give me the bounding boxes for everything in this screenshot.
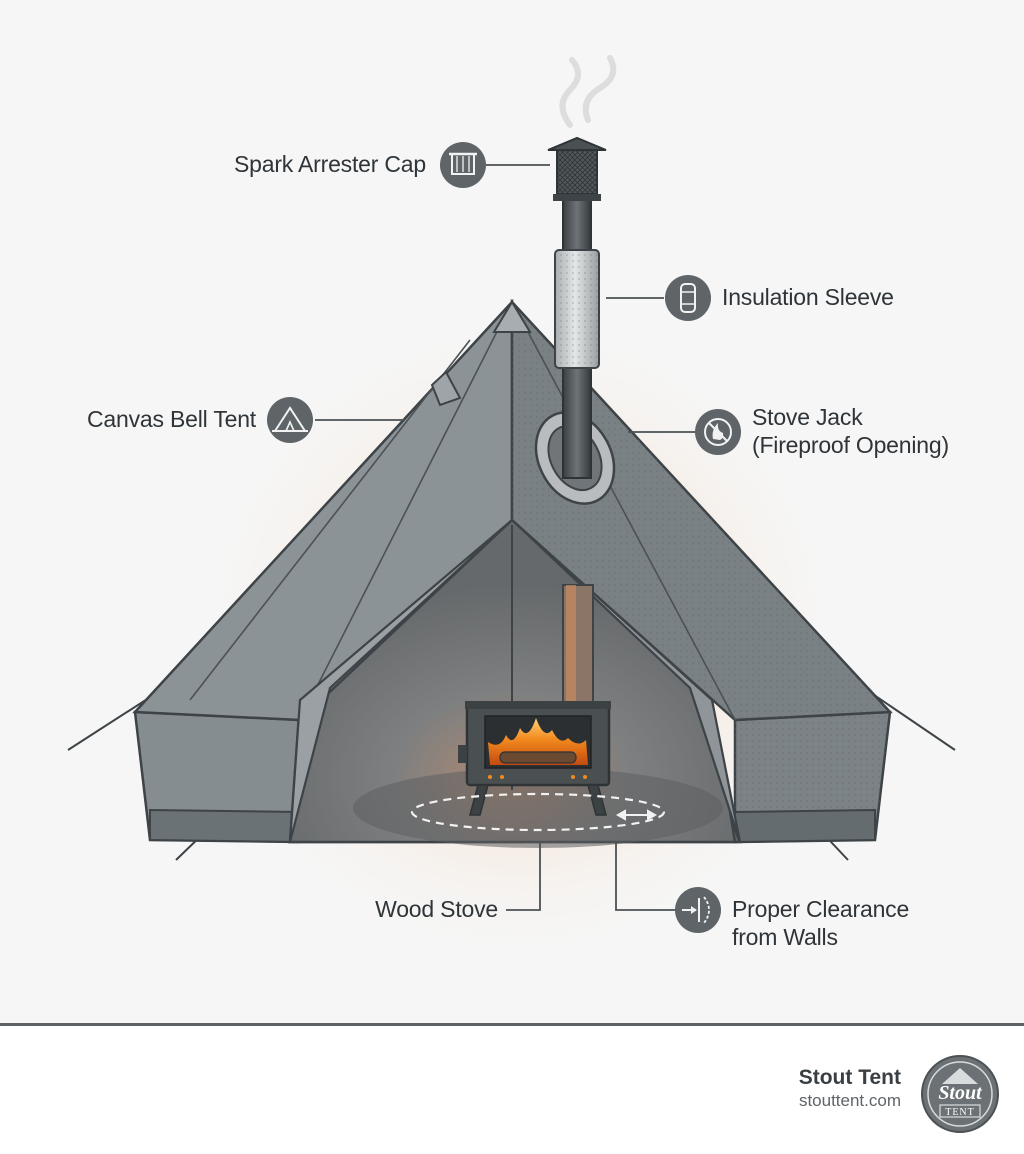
- brand-name: Stout Tent: [798, 1066, 901, 1089]
- door-flap-left: [288, 519, 513, 843]
- door-flap-right: [511, 519, 742, 843]
- fireproof-icon: [695, 409, 741, 455]
- clearance-icon: [675, 887, 721, 933]
- label-proper-clearance: Proper Clearance: [732, 896, 910, 922]
- label-canvas-bell-tent: Canvas Bell Tent: [87, 406, 256, 432]
- label-stove-jack-detail: (Fireproof Opening): [752, 432, 949, 458]
- logo-sub: TENT: [945, 1107, 975, 1118]
- tent-stove-diagram: [67, 55, 956, 970]
- footer-divider: [0, 1023, 1024, 1026]
- clearance-arrow: [615, 809, 658, 821]
- spark-arrester-cap: [547, 136, 607, 151]
- label-stove-jack: Stove Jack: [752, 404, 863, 430]
- stout-tent-logo: Stout TENT: [921, 1055, 999, 1133]
- diagram-canvas: Spark Arrester Cap Insulation Sleeve Can…: [67, 55, 956, 970]
- tent-icon: [267, 397, 313, 443]
- clearance-ring: [410, 792, 666, 832]
- leader-lines: [315, 164, 695, 911]
- label-wood-stove: Wood Stove: [375, 896, 498, 922]
- brand-url: stouttent.com: [798, 1091, 901, 1110]
- label-from-walls: from Walls: [732, 924, 838, 950]
- label-insulation-sleeve: Insulation Sleeve: [722, 284, 894, 310]
- mesh-cap-icon: [440, 142, 486, 188]
- label-spark-arrester-cap: Spark Arrester Cap: [234, 151, 426, 177]
- sleeve-icon: [665, 275, 711, 321]
- logo-word: Stout: [938, 1082, 983, 1104]
- smoke: [559, 55, 617, 128]
